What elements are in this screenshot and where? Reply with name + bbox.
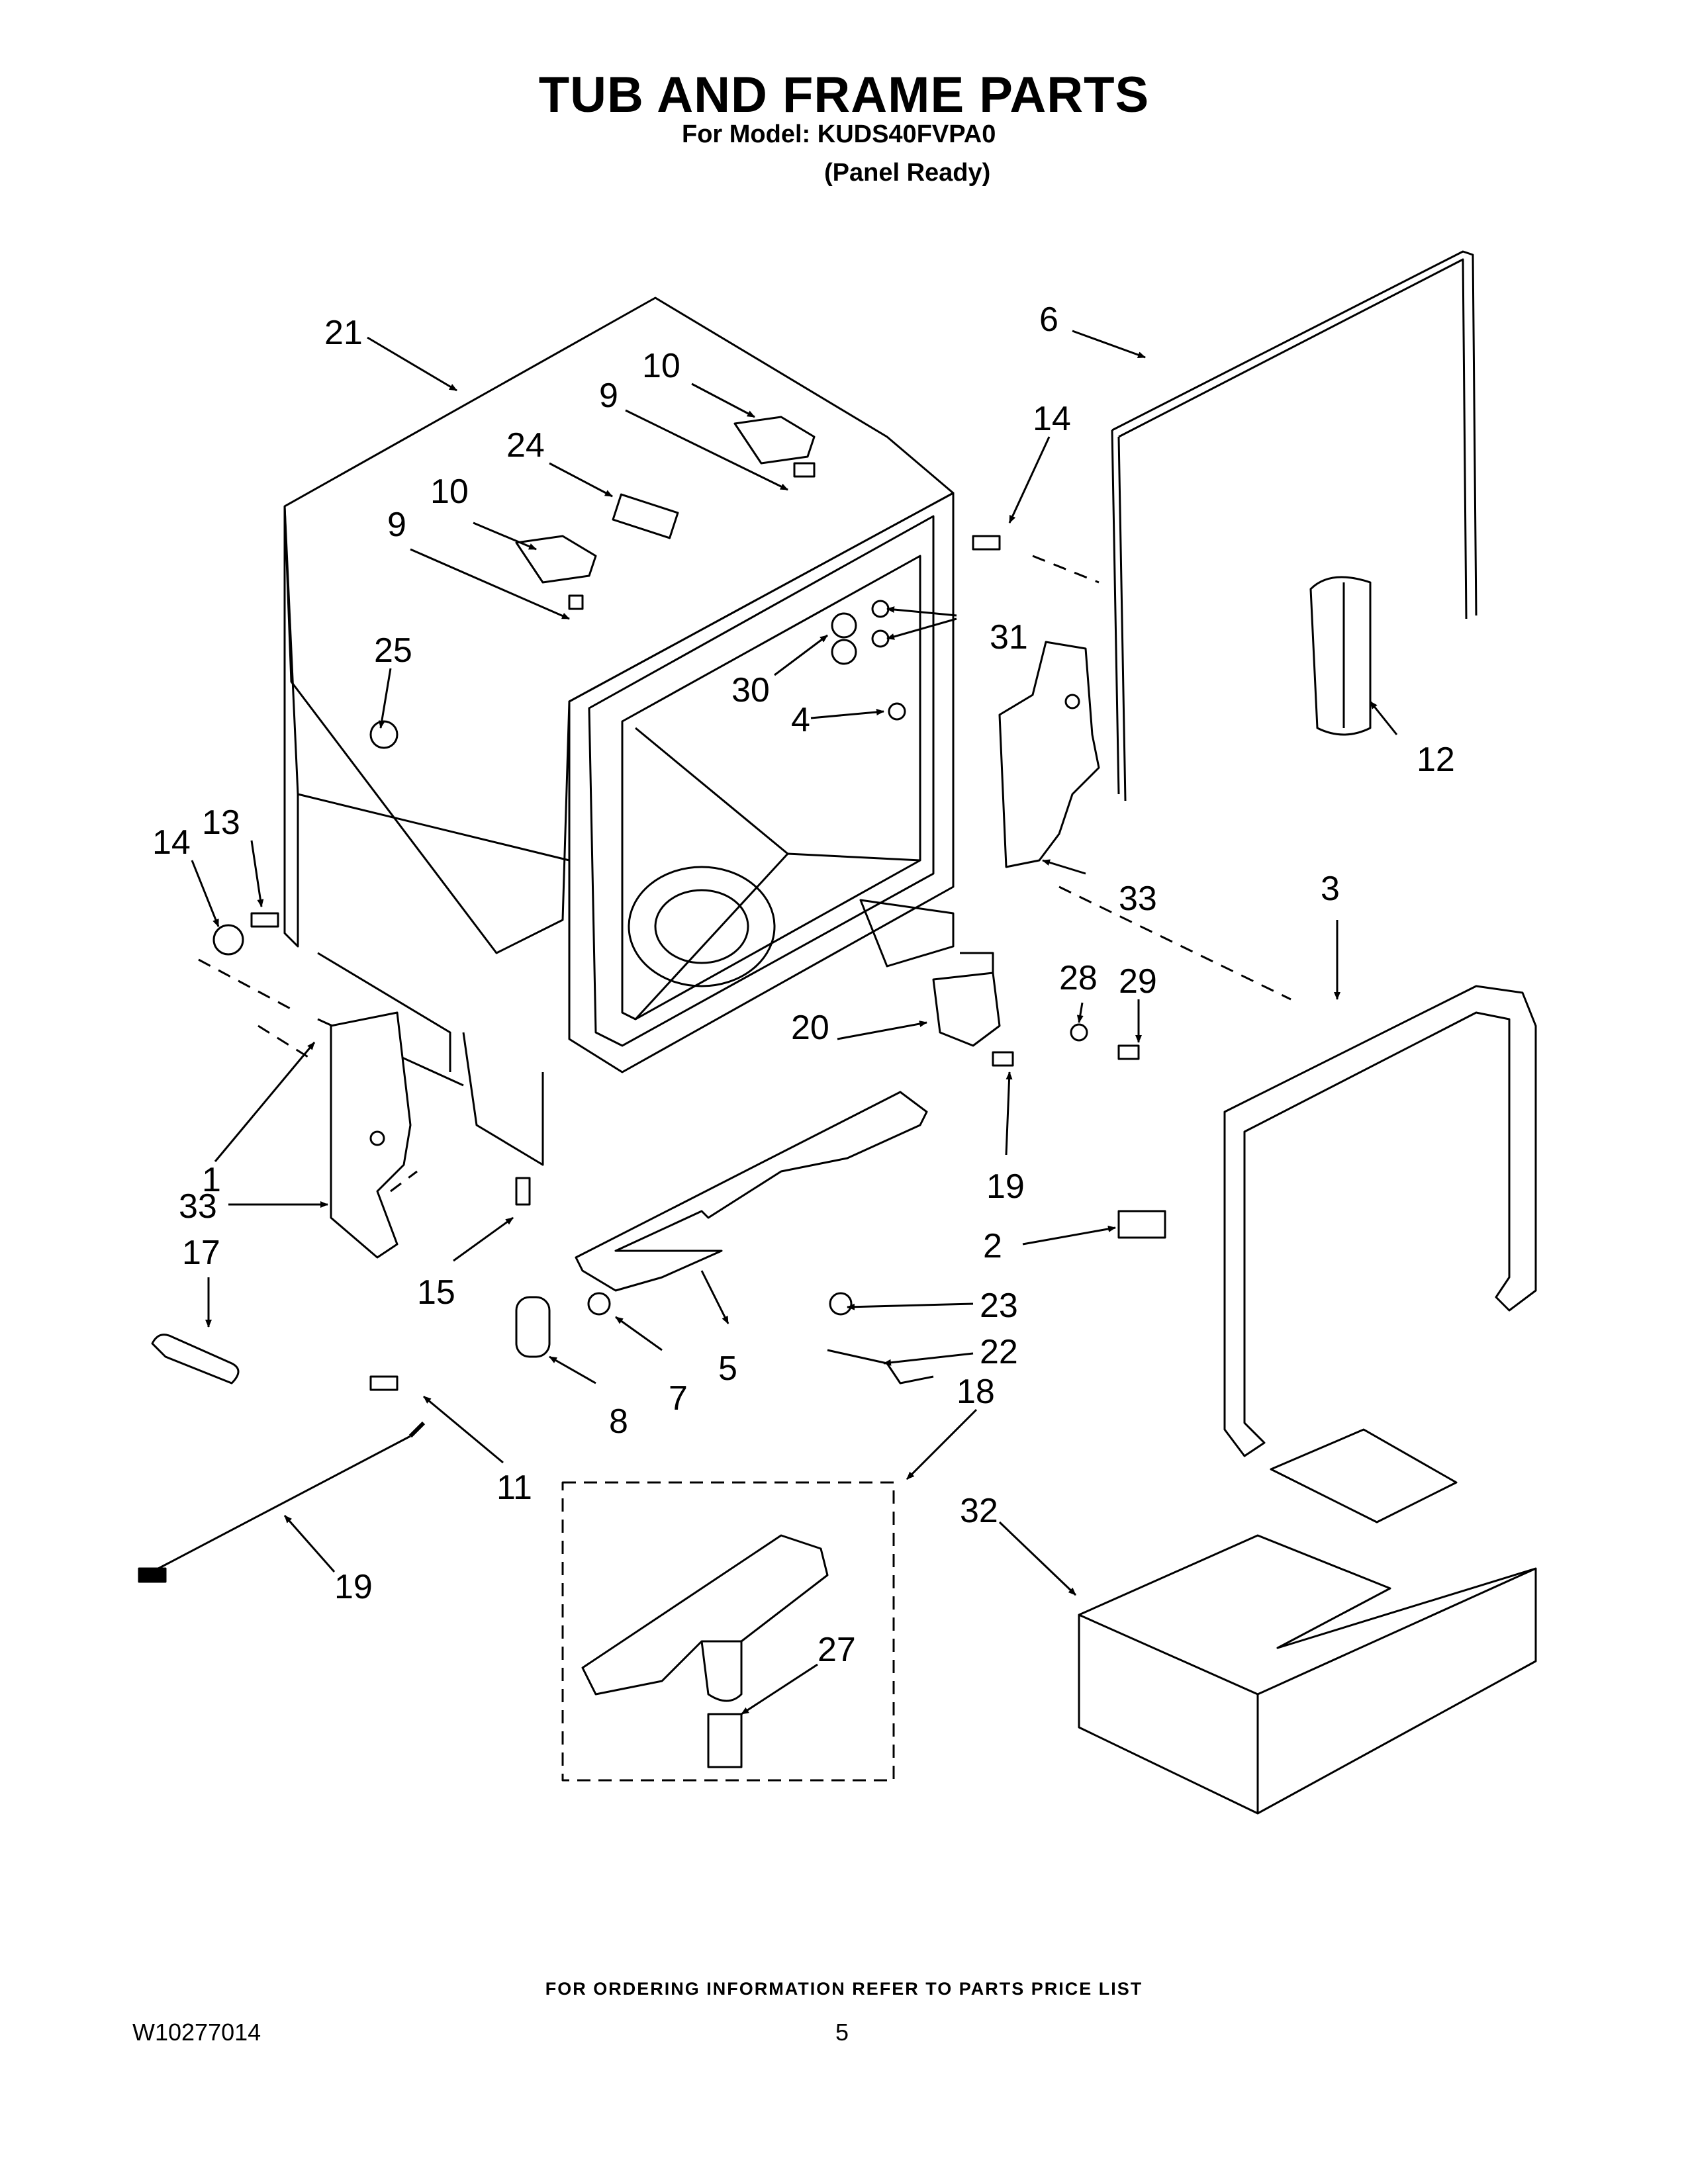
tub-hinge-brackets xyxy=(515,416,816,584)
callout-32: 32 xyxy=(960,1492,998,1530)
panel-subtitle: (Panel Ready) xyxy=(824,159,991,187)
callout-16: 14 xyxy=(1033,400,1071,438)
callout-10-left: 10 xyxy=(430,473,469,511)
callout-31: 31 xyxy=(990,618,1028,657)
callout-numbers: 21 10 9 24 10 9 25 6 14 31 30 4 12 33 3 … xyxy=(152,300,1455,1669)
callout-25: 23 xyxy=(980,1287,1018,1325)
callout-19: 19 xyxy=(986,1167,1025,1206)
callout-24: 22 xyxy=(980,1333,1018,1371)
ordering-note: FOR ORDERING INFORMATION REFER TO PARTS … xyxy=(545,1979,1143,1999)
side-bracket-left xyxy=(330,1011,412,1259)
page-title: TUB AND FRAME PARTS xyxy=(538,67,1150,123)
callout-1: 1 xyxy=(202,1161,221,1199)
base-plate xyxy=(575,1091,928,1292)
callout-22: 25 xyxy=(374,631,412,670)
callout-8: 8 xyxy=(609,1402,628,1441)
callout-27: 27 xyxy=(818,1631,856,1669)
callout-33-right: 33 xyxy=(1119,880,1157,918)
callout-21: 19 xyxy=(334,1568,373,1606)
callout-17: 17 xyxy=(182,1234,220,1272)
callout-15: 15 xyxy=(417,1273,455,1312)
callout-7: 7 xyxy=(669,1379,688,1418)
callout-12: 12 xyxy=(1417,741,1455,779)
alignment-lines xyxy=(198,555,1291,1193)
tub-gasket xyxy=(1223,985,1537,1457)
callout-29: 29 xyxy=(1119,962,1157,1001)
sump-assembly-box xyxy=(561,1481,895,1782)
callout-13: 13 xyxy=(202,803,240,842)
callout-28: 28 xyxy=(1059,959,1098,997)
callout-9-top: 9 xyxy=(599,377,618,415)
side-bracket-right xyxy=(998,641,1100,868)
door-gasket xyxy=(1111,250,1477,801)
sump-assembly xyxy=(581,1534,829,1768)
callout-20: 20 xyxy=(791,1009,829,1047)
callout-2: 2 xyxy=(983,1227,1002,1265)
callout-30: 30 xyxy=(731,671,770,709)
callout-14: 14 xyxy=(152,823,191,862)
document-number: W10277014 xyxy=(132,2019,261,2046)
seal-tube xyxy=(1309,576,1372,736)
callout-9-left: 9 xyxy=(387,506,406,544)
page-number: 5 xyxy=(835,2019,849,2046)
callout-18: 18 xyxy=(957,1373,995,1411)
callout-23: 21 xyxy=(324,314,363,352)
callout-5: 5 xyxy=(718,1349,737,1388)
fasteners xyxy=(212,462,1166,1391)
toe-panel xyxy=(1078,1428,1537,1815)
callout-11: 11 xyxy=(496,1469,532,1507)
callout-10-top: 10 xyxy=(642,347,680,385)
callout-33-left: 33 xyxy=(179,1187,217,1226)
callout-26: 24 xyxy=(506,426,545,465)
model-line: For Model: KUDS40FVPA0 xyxy=(682,120,996,148)
spring xyxy=(151,1334,240,1385)
callout-3: 3 xyxy=(1321,870,1340,908)
callout-6: 6 xyxy=(1039,300,1058,339)
callout-4: 4 xyxy=(791,701,810,739)
callout-leaders xyxy=(191,330,1398,1715)
wire-harness xyxy=(138,1421,426,1583)
mount-bracket xyxy=(932,952,1001,1047)
